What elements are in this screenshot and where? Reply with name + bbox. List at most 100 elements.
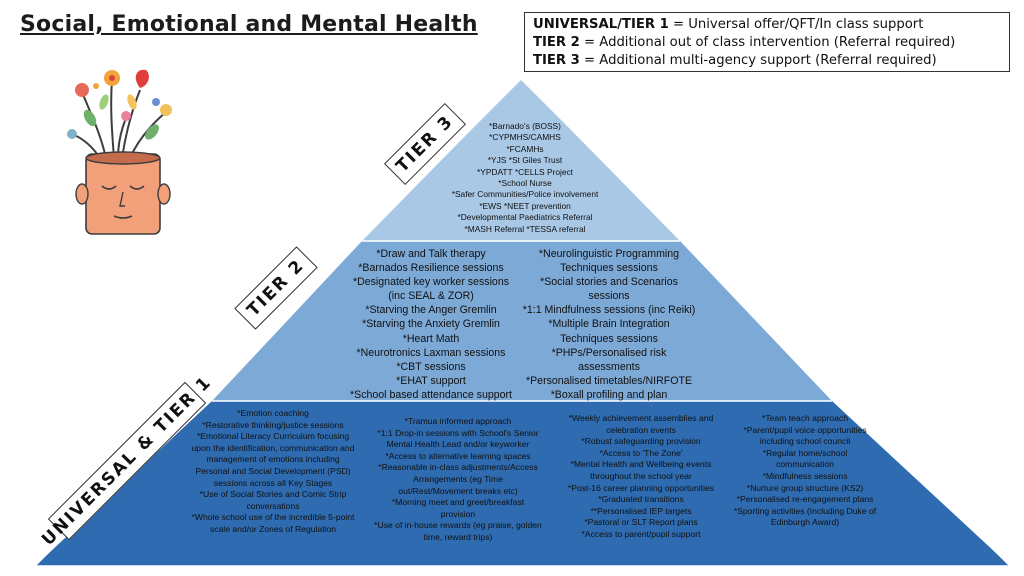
list-item: *Mindfulness sessions (762, 470, 848, 481)
list-item: *Barnado's (BOSS) (489, 121, 561, 131)
tier2-right-list: *Neurolinguistic Programming Techniques … (516, 247, 702, 402)
tier1-col3-list: *Weekly achievement assemblies and celeb… (550, 413, 732, 541)
list-item: *Weekly achievement assemblies and (568, 413, 714, 423)
list-item: *Emotion coaching (237, 408, 309, 418)
list-item: *Graduated transitions (598, 494, 684, 505)
tier-divider-lines (33, 78, 1012, 567)
list-item: Mental Health Lead and/or keyworker (386, 439, 530, 450)
tier-legend: UNIVERSAL/TIER 1 = Universal offer/QFT/I… (524, 12, 1010, 72)
list-item: *Access to parent/pupil support (581, 528, 701, 539)
list-item: *YPDATT *CELLS Project (476, 166, 574, 177)
list-item: throughout the school year (590, 470, 692, 481)
list-item: *Nurture group structure (KS2) (746, 482, 864, 493)
list-item: Techniques sessions (560, 262, 658, 275)
list-item: Personal and Social Development (PSD) (195, 465, 351, 476)
legend-key: TIER 2 (533, 35, 580, 50)
legend-key: UNIVERSAL/TIER 1 (533, 17, 669, 32)
list-item: *Whole school use of the incredible 5-po… (191, 512, 355, 523)
list-item: scale and/or Zones of Regulation (209, 523, 337, 534)
head-shape (75, 151, 171, 235)
list-item: *Parent/pupil voice opportunities (743, 424, 867, 435)
list-item: upon the identification, communication a… (191, 442, 355, 453)
list-item: *Post-16 career planning opportunities (567, 482, 715, 493)
list-item: *Access to alternative learning spaces (385, 450, 531, 461)
tier2-band (212, 241, 832, 401)
tier1-col4-list: *Team teach approach *Parent/pupil voice… (712, 413, 898, 529)
list-item: *Emotional Literacy Curriculum focusing (196, 431, 350, 442)
list-item: *1:1 Drop-in sessions with School's Seni… (377, 427, 539, 438)
legend-row-tier2: TIER 2 = Additional out of class interve… (533, 34, 1001, 52)
list-item: communication (776, 459, 834, 470)
list-item: *Restorative thinking/justice sessions (202, 419, 344, 430)
list-item: time, reward trips) (423, 531, 493, 542)
list-item: *YJS *St Giles Trust (487, 155, 563, 166)
list-item: (inc SEAL & ZOR) (388, 290, 474, 303)
flower-heads (67, 69, 172, 140)
list-item: *Pastoral or SLT Report plans (584, 517, 698, 528)
list-item: including school council (759, 436, 851, 447)
list-item: *EHAT support (396, 374, 466, 387)
list-item: *Heart Math (402, 332, 460, 345)
list-item: *Use of in-house rewards (eg praise, gol… (374, 520, 542, 531)
list-item: *Reasonable in-class adjustments/Access (378, 462, 538, 473)
list-item: provision (440, 508, 476, 519)
page-title: Social, Emotional and Mental Health (20, 12, 478, 37)
list-item: *Neurotronics Laxman sessions (356, 346, 506, 359)
list-item: *Boxall profiling and plan (550, 388, 668, 401)
list-item: *Personalised timetables/NIRFOTE (525, 374, 693, 387)
list-item: management of emotions including (206, 454, 340, 465)
list-item: assessments (578, 360, 640, 373)
list-item: *Use of Social Stories and Comic Strip (199, 489, 347, 500)
list-item: *Robust safeguarding provision (581, 436, 701, 447)
list-item: out/Rest/Movement breaks etc) (398, 485, 518, 496)
list-item: *Social stories and Scenarios (540, 276, 678, 289)
list-item: *Starving the Anxiety Gremlin (362, 318, 500, 331)
tier3-band (362, 79, 680, 241)
tier3-list: *Barnado's (BOSS) *CYPMHS/CAMHS *FCAMHs … (420, 121, 630, 235)
list-item: Edinburgh Award) (770, 517, 840, 528)
list-item: *School Nurse (498, 178, 552, 189)
list-item: *Developmental Paediatrics Referral (457, 212, 593, 223)
legend-key: TIER 3 (533, 53, 580, 68)
list-item: *CBT sessions (396, 360, 466, 373)
list-item: *Personalised re-engagement plans (736, 494, 874, 505)
list-item: *Safer Communities/Police involvement (451, 189, 599, 200)
list-item: sessions (588, 290, 630, 303)
list-item: *FCAMHs (506, 143, 544, 154)
head-with-flowers-illustration (67, 69, 172, 235)
list-item: *MASH Referral *TESSA referral (464, 223, 586, 234)
list-item: celebration events (606, 424, 676, 435)
list-item: *Tramua informed approach (404, 416, 512, 426)
tier1-band (35, 401, 1010, 566)
list-item: *Team teach approach (762, 413, 848, 423)
list-item: conversations (246, 500, 300, 511)
list-item: *Neurolinguistic Programming (538, 248, 680, 260)
list-item: sessions across all Key Stages (213, 477, 333, 488)
list-item: *Draw and Talk therapy (376, 248, 486, 260)
list-item: *1:1 Mindfulness sessions (inc Reiki) (522, 304, 696, 317)
list-item: *Regular home/school (762, 447, 848, 458)
list-item: Arrangements (eg Time (413, 473, 503, 484)
list-item: *Starving the Anger Gremlin (365, 304, 497, 317)
list-item: *EWS *NEET prevention (479, 200, 571, 211)
tier1-col1-list: *Emotion coaching *Restorative thinking/… (178, 408, 368, 536)
list-item: *Access to 'The Zone' (599, 447, 683, 458)
legend-row-tier3: TIER 3 = Additional multi-agency support… (533, 52, 1001, 70)
legend-text: = Additional multi-agency support (Refer… (579, 53, 937, 68)
list-item: *Sporting activities (Including Duke of (733, 505, 877, 516)
legend-text: = Additional out of class intervention (… (579, 35, 956, 50)
list-item: *School based attendance support (350, 388, 512, 401)
list-item: *PHPs/Personalised risk (551, 346, 667, 359)
list-item: *Multiple Brain Integration (548, 318, 670, 331)
legend-row-tier1: UNIVERSAL/TIER 1 = Universal offer/QFT/I… (533, 16, 1001, 34)
tier2-left-list: *Draw and Talk therapy *Barnados Resilie… (338, 247, 524, 402)
list-item: **Personalised IEP targets (590, 505, 692, 516)
tier1-col2-list: *Tramua informed approach *1:1 Drop-in s… (366, 416, 550, 544)
legend-text: = Universal offer/QFT/In class support (668, 17, 924, 32)
list-item: *Barnados Resilience sessions (358, 262, 504, 275)
list-item: *Morning meet and greet/breakfast (391, 497, 525, 508)
list-item: *Mental Health and Wellbeing events (570, 459, 712, 470)
list-item: Techniques sessions (560, 332, 658, 345)
list-item: *Designated key worker sessions (352, 276, 510, 289)
